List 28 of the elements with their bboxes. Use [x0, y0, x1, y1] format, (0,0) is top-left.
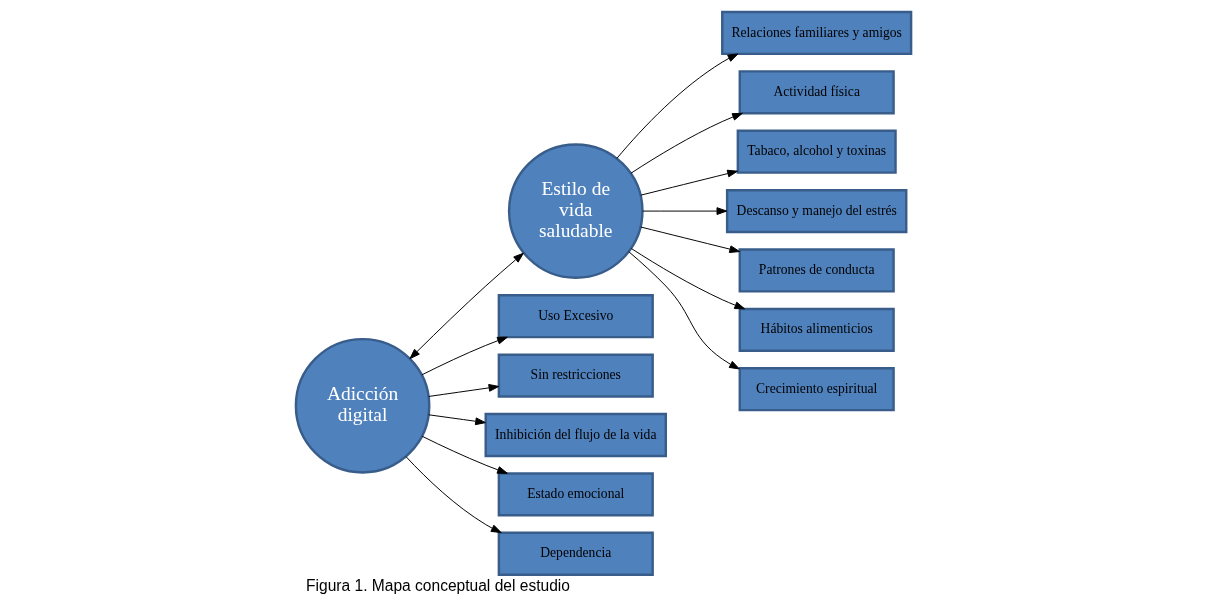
arrow [615, 53, 738, 159]
arrow [405, 456, 502, 534]
arrow [627, 251, 740, 370]
node-box: Actividad física [738, 70, 895, 115]
node-box: Relaciones familiares y amigos [720, 10, 912, 56]
node-box: Crecimiento espiritual [738, 367, 895, 412]
node-box: Sin restricciones [497, 353, 654, 398]
node-box: Patrones de conducta [738, 248, 895, 293]
node-box: Dependencia [497, 531, 654, 576]
arrow [409, 252, 524, 360]
arrow [427, 414, 486, 426]
arrow [641, 207, 727, 215]
node-box: Tabaco, alcohol y toxinas [736, 129, 897, 174]
node-box: Uso Excesivo [497, 294, 654, 339]
arrow [639, 226, 740, 253]
arrow [629, 112, 743, 174]
arrow [427, 383, 499, 397]
node-box: Estado emocional [497, 472, 654, 517]
caption: Figura 1. Mapa conceptual del estudio [305, 577, 570, 595]
node-circle: Estilo de vida saludable [507, 143, 644, 279]
node-circle: Adicción digital [294, 337, 430, 474]
node-box: Inhibición del flujo de la vida [484, 412, 667, 458]
arrow [420, 336, 508, 376]
arrow [421, 435, 508, 474]
node-box: Descanso y manejo del estrés [725, 188, 907, 234]
arrow [630, 248, 745, 310]
node-box: Hábitos alimenticios [738, 307, 895, 352]
arrow [639, 169, 738, 196]
